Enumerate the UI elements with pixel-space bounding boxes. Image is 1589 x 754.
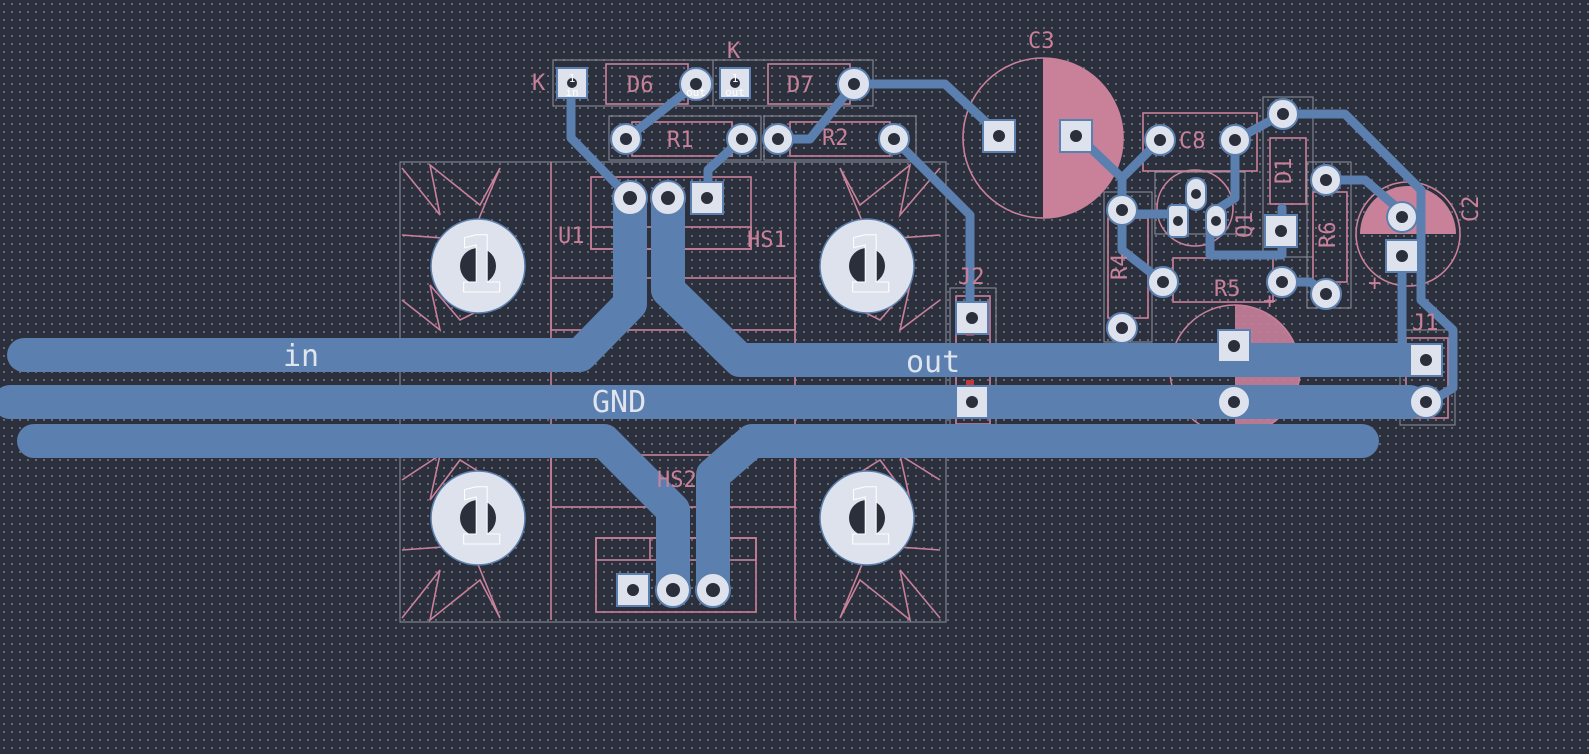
mounting-hole[interactable] — [430, 218, 526, 314]
pads-layer — [430, 67, 1443, 608]
refdes-r6: R6 — [1316, 222, 1341, 249]
refdes-q1: Q1 — [1233, 212, 1258, 239]
refdes-d7: D7 — [787, 73, 814, 98]
pad-text-out: out — [686, 86, 706, 99]
q1-courtyard — [1154, 171, 1246, 235]
track-d7-c3[interactable] — [849, 79, 1008, 143]
pad-text-out2: out — [725, 86, 745, 99]
track-d1-c2[interactable] — [1278, 109, 1426, 220]
refdes-hs2: HS2 — [657, 468, 697, 493]
refdes-j1: J1 — [1412, 311, 1439, 336]
fin-bl2 — [401, 453, 501, 501]
mounting-hole[interactable] — [430, 470, 526, 566]
mounting-hole-number: 1 — [846, 221, 893, 311]
pad-c3-plus[interactable] — [1059, 119, 1093, 153]
refdes-c2: C2 — [1459, 196, 1484, 223]
refdes-j2: J2 — [958, 265, 985, 290]
refdes-d1: D1 — [1272, 158, 1297, 185]
mounting-hole-number: 1 — [457, 473, 504, 563]
mounting-hole[interactable] — [819, 470, 915, 566]
track-k1[interactable] — [566, 79, 633, 201]
refdes-c3: C3 — [1028, 29, 1055, 54]
pad-text-1b: 1 — [732, 72, 739, 85]
refdes-r1: R1 — [667, 128, 694, 153]
refdes-r4: R4 — [1108, 254, 1133, 281]
refdes-hs1: HS1 — [747, 228, 787, 253]
mounting-hole-number: 1 — [846, 473, 893, 563]
refdes-r5: R5 — [1214, 277, 1241, 302]
mounting-hole[interactable] — [819, 218, 915, 314]
track-bottom-left[interactable] — [17, 424, 690, 607]
net-label-gnd: GND — [592, 385, 646, 420]
refdes-r2: R2 — [822, 126, 849, 151]
track-in[interactable] — [7, 181, 647, 372]
polarity-plus-c2: + — [1368, 271, 1381, 296]
refdes-u1: U1 — [558, 224, 585, 249]
r1-courtyard — [608, 115, 762, 161]
track-r2-j2[interactable] — [889, 134, 975, 323]
refdes-d6: D6 — [627, 73, 654, 98]
net-label-out: out — [906, 345, 960, 380]
net-label-in: in — [283, 339, 319, 374]
mounting-hole-number: 1 — [457, 221, 504, 311]
pad-label-k1: K — [532, 71, 546, 96]
pad-text-in: in — [565, 86, 578, 99]
pad-text-1: 1 — [569, 72, 576, 85]
pad-label-k2: K — [727, 39, 741, 64]
track-c2-j1-gnd[interactable] — [1416, 210, 1458, 407]
q1-outline — [1156, 169, 1234, 247]
track-bottom-right[interactable] — [696, 424, 1379, 607]
refdes-c8: C8 — [1179, 129, 1206, 154]
track-out[interactable] — [651, 181, 1437, 377]
d1-body — [1269, 137, 1307, 205]
polarity-plus-clarge: + — [1263, 289, 1276, 314]
